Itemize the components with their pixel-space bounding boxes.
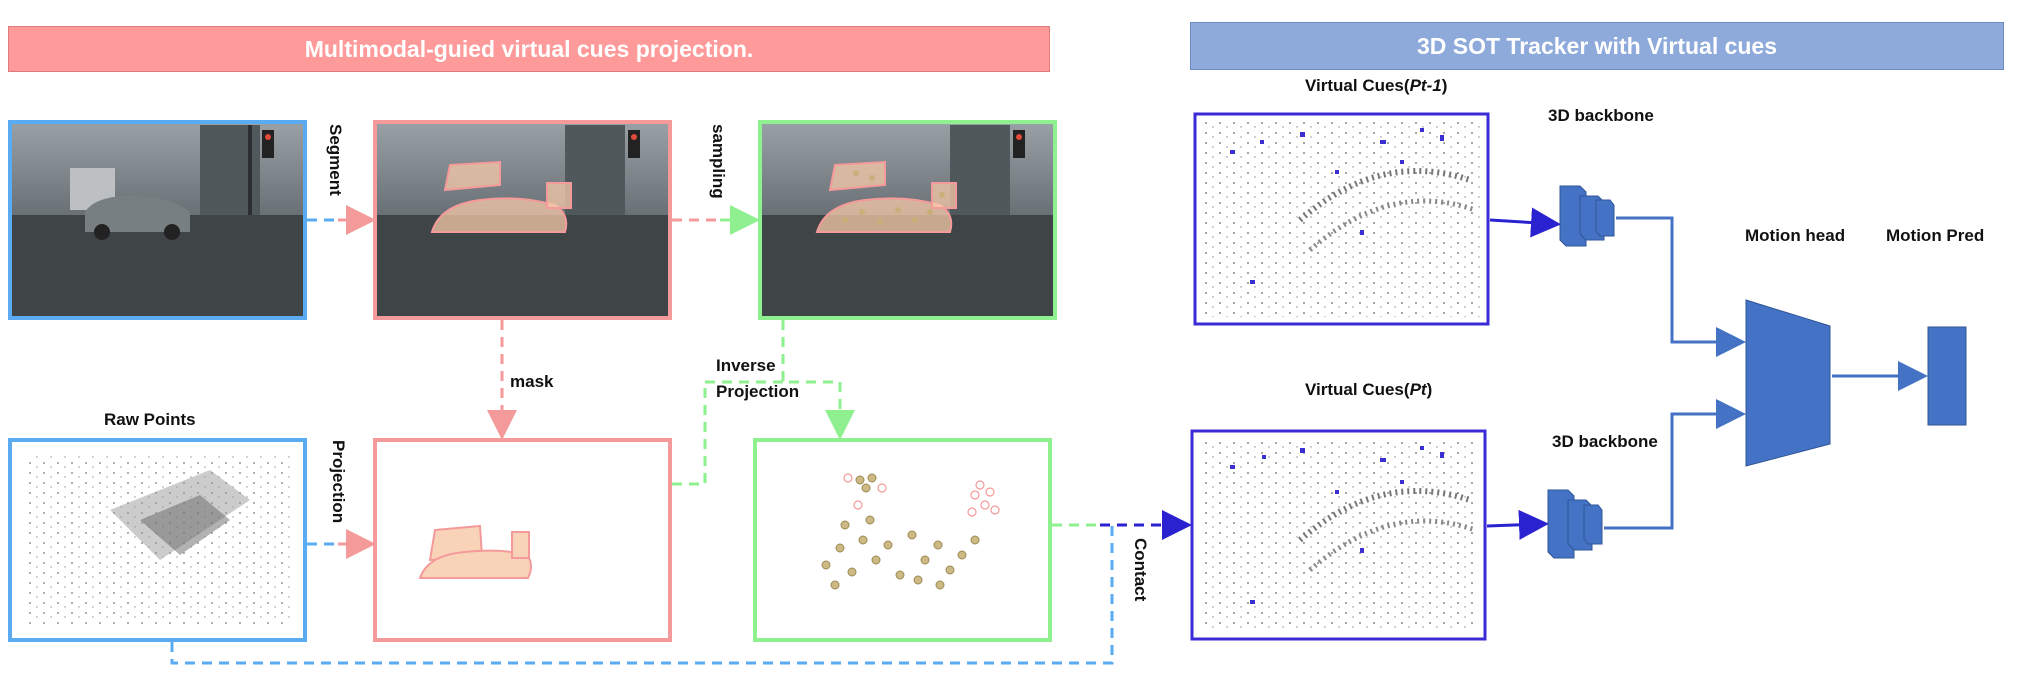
mask-projection-frame [373, 438, 672, 642]
camera-image-sampled [758, 120, 1057, 320]
label-inverse-projection-1: Inverse [716, 356, 776, 375]
label-raw-points: Raw Points [104, 410, 196, 429]
label-virtual-cues-prev: Virtual Cues(Pt-1) [1305, 76, 1447, 96]
virtual-points-frame [753, 438, 1052, 642]
label-backbone-top: 3D backbone [1548, 106, 1654, 125]
label-motion-head: Motion head [1745, 226, 1846, 245]
connector-cues-cur-backbone [1486, 509, 1549, 540]
motion-pred-block [1927, 326, 1967, 426]
motion-head-block [1745, 299, 1831, 467]
banner-sot-tracker: 3D SOT Tracker with Virtual cues [1190, 22, 2004, 70]
label-virtual-cues-prev-prefix: Virtual Cues( [1305, 76, 1410, 95]
label-virtual-cues-cur-var: Pt [1409, 380, 1427, 399]
backbone-top-block [1559, 185, 1615, 247]
virtual-cues-prev-frame [1193, 112, 1490, 326]
connector-backbone-top-head [1616, 216, 1746, 357]
banner-multimodal-projection: Multimodal-guied virtual cues projection… [8, 26, 1050, 72]
camera-image-segmented [373, 120, 672, 320]
connector-inverse-projection [672, 320, 840, 486]
label-motion-pred: Motion Pred [1886, 226, 1985, 245]
backbone-bottom-block [1547, 489, 1603, 559]
connector-cues-prev-backbone [1489, 207, 1561, 238]
label-contact: Contact [1131, 538, 1150, 602]
connector-backbone-bottom-head [1604, 399, 1746, 530]
label-virtual-cues-prev-suffix: ) [1441, 76, 1448, 95]
raw-points-frame [8, 438, 307, 642]
label-virtual-cues-prev-var: Pt-1 [1409, 76, 1442, 95]
virtual-cues-cur-frame [1190, 429, 1487, 641]
label-projection: Projection [329, 440, 348, 524]
label-segment: Segment [326, 124, 345, 196]
label-backbone-bottom: 3D backbone [1552, 432, 1658, 451]
label-mask: mask [510, 372, 554, 391]
label-virtual-cues-cur-suffix: ) [1426, 380, 1433, 399]
camera-image-raw [8, 120, 307, 320]
label-virtual-cues-cur-prefix: Virtual Cues( [1305, 380, 1410, 399]
label-sampling: sampling [709, 124, 728, 199]
label-virtual-cues-cur: Virtual Cues(Pt) [1305, 380, 1432, 400]
label-inverse-projection-2: Projection [716, 382, 800, 401]
connector-raw-to-contact [170, 525, 1114, 665]
